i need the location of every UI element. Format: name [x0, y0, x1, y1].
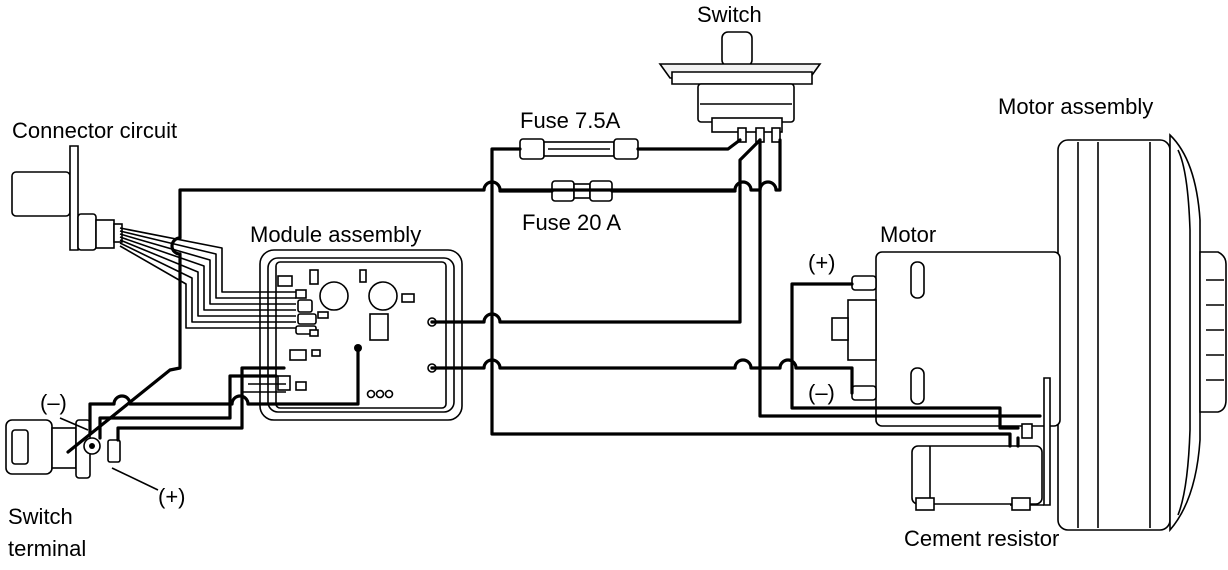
- labels: Switch Motor assembly Connector circuit …: [8, 2, 1153, 561]
- switch: [658, 31, 822, 143]
- label-motor-assembly: Motor assembly: [998, 94, 1153, 119]
- motor: [831, 251, 1061, 427]
- label-motor: Motor: [880, 222, 936, 247]
- label-motor-plus: (+): [808, 250, 836, 275]
- connector-circuit: [11, 145, 123, 251]
- module-assembly: [259, 249, 463, 421]
- label-switch-terminal-minus: (–): [40, 390, 67, 415]
- motor-assembly-housing: [1057, 139, 1171, 531]
- label-switch-terminal-line1: Switch: [8, 504, 73, 529]
- label-fuse-7-5a: Fuse 7.5A: [520, 108, 621, 133]
- fuse-7-5a: [519, 138, 639, 160]
- motor-brush-holder: [847, 299, 877, 361]
- motor-plus-terminal: [851, 275, 877, 291]
- label-switch: Switch: [697, 2, 762, 27]
- switch-body: [697, 83, 795, 123]
- label-switch-terminal-line2: terminal: [8, 536, 86, 561]
- motor-assembly-cap: [1199, 251, 1227, 413]
- motor-body: [875, 251, 1061, 427]
- switch-knob: [721, 31, 753, 67]
- connector-plug: [11, 171, 71, 217]
- motor-assembly-cover: [1169, 133, 1201, 533]
- wires: [66, 138, 1042, 454]
- label-connector-circuit: Connector circuit: [12, 118, 177, 143]
- label-module-assembly: Module assembly: [250, 222, 421, 247]
- motor-assembly: [1057, 133, 1227, 533]
- cement-resistor: [911, 377, 1051, 511]
- cement-resistor-body: [911, 445, 1043, 505]
- motor-minus-terminal: [851, 385, 877, 401]
- label-cement-resistor: Cement resistor: [904, 526, 1059, 551]
- label-switch-terminal-plus: (+): [158, 484, 186, 509]
- label-fuse-20a: Fuse 20 A: [522, 210, 621, 235]
- label-motor-minus: (–): [808, 380, 835, 405]
- switch-terminal: [5, 417, 159, 491]
